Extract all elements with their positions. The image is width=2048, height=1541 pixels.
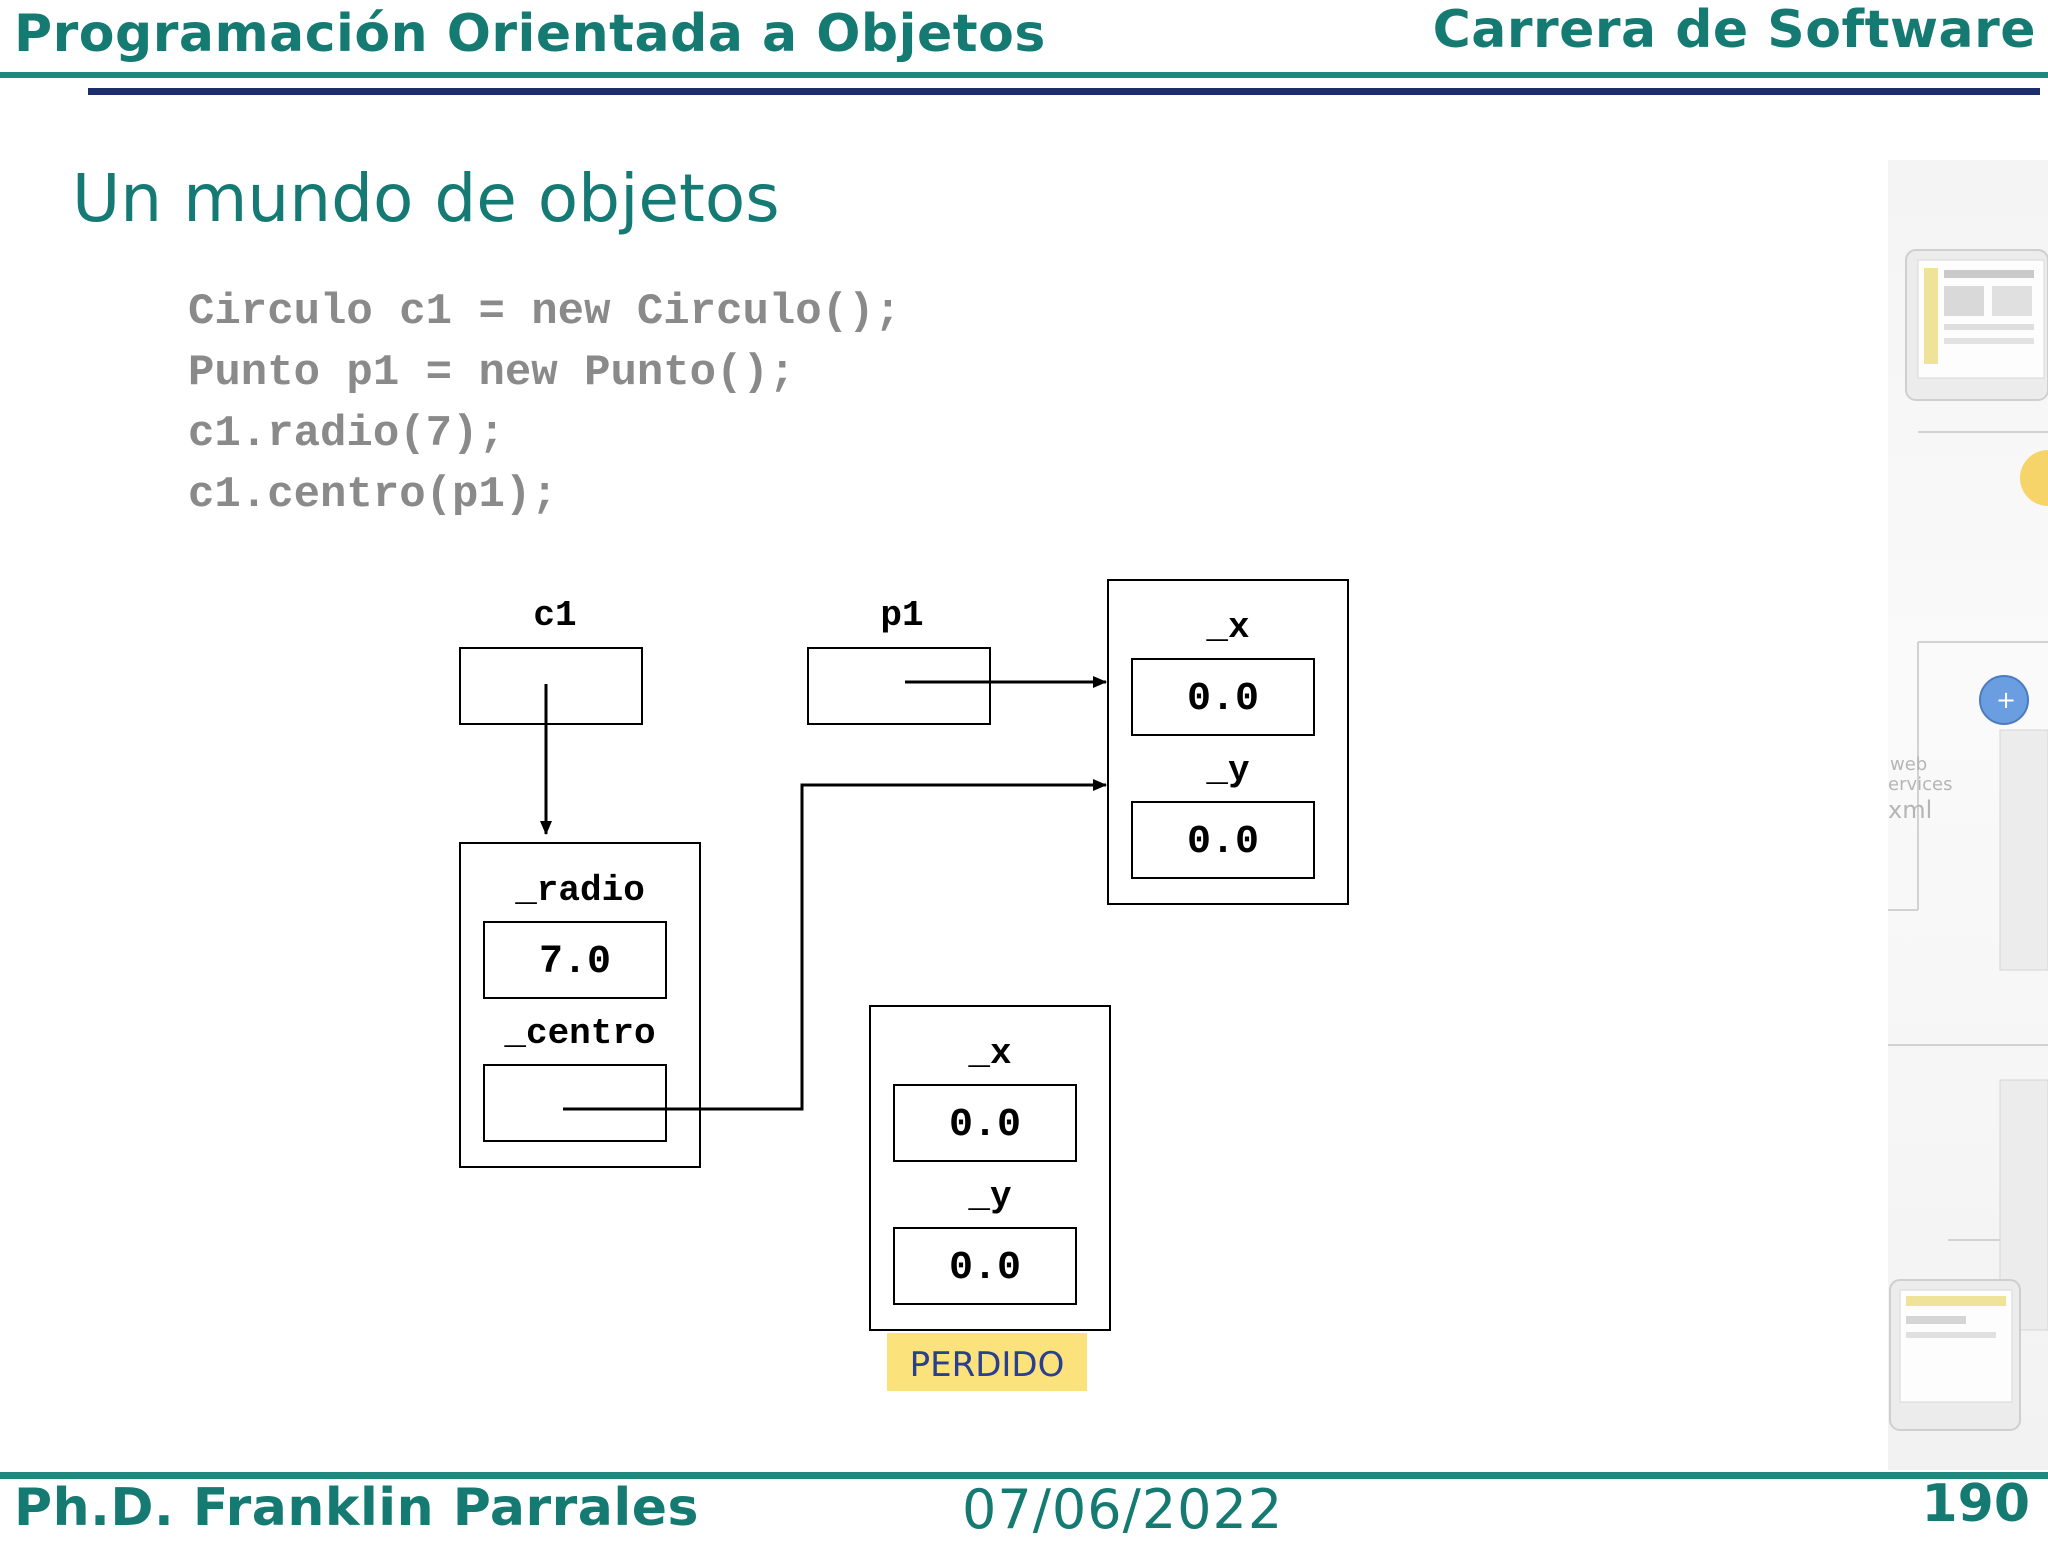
globe-icon [1979,675,2029,725]
code-line-4: c1.centro(p1); [188,470,558,520]
punto-x-label: _x [1205,607,1249,648]
code-line-1: Circulo c1 = new Circulo(); [188,287,901,337]
lost-x-value: 0.0 [949,1103,1021,1148]
footer-rule-teal [0,1472,2048,1479]
svg-text:xml: xml [1888,796,1932,824]
code-block: Circulo c1 = new Circulo(); Punto p1 = n… [188,282,901,526]
lost-y-label: _y [967,1176,1011,1217]
radio-value-box [483,921,667,999]
punto-y-box [1131,801,1315,879]
svg-text:web: web [1890,754,1927,775]
svg-text:+: + [1996,686,2016,714]
p1-reference-box [807,647,991,725]
header-rule-navy [88,88,2040,95]
monitor-icon-2 [1889,1279,2021,1431]
c1-reference-box [459,647,643,725]
p1-label: p1 [880,595,923,636]
centro-reference-box [483,1064,667,1142]
svg-text:ervices: ervices [1888,774,1952,795]
monitor-icon [1905,249,2048,401]
header-rule-teal [0,72,2048,78]
punto-x-box [1131,658,1315,736]
lost-x-box [893,1084,1077,1162]
punto-y-label: _y [1205,750,1249,791]
radio-field-label: _radio [514,870,645,911]
c1-label: c1 [533,595,576,636]
slide-date: 07/06/2022 [962,1478,1284,1541]
server-tower-icon [1999,729,2048,971]
radio-value: 7.0 [539,940,611,985]
lost-status-badge [887,1333,1087,1391]
lost-status-text: PERDIDO [910,1345,1065,1385]
course-title: Programación Orientada a Objetos [14,4,1046,64]
lost-x-label: _x [967,1033,1011,1074]
network-illustration-graphic: + web ervices xml [1888,249,2048,1431]
punto-x-value: 0.0 [1187,677,1259,722]
centro-field-label: _centro [503,1013,655,1054]
slide-title: Un mundo de objetos [72,160,780,237]
code-line-2: Punto p1 = new Punto(); [188,348,796,398]
punto-y-value: 0.0 [1187,820,1259,865]
decorative-network-illustration: + web ervices xml [1888,160,2048,1470]
author-name: Ph.D. Franklin Parrales [14,1478,699,1538]
lost-y-value: 0.0 [949,1246,1021,1291]
yellow-circle-icon [2020,450,2048,506]
code-line-3: c1.radio(7); [188,409,505,459]
program-name: Carrera de Software [1432,0,2036,60]
lost-y-box [893,1227,1077,1305]
page-number: 190 [1921,1474,2030,1534]
centro-to-punto-arrow [563,779,1107,1111]
